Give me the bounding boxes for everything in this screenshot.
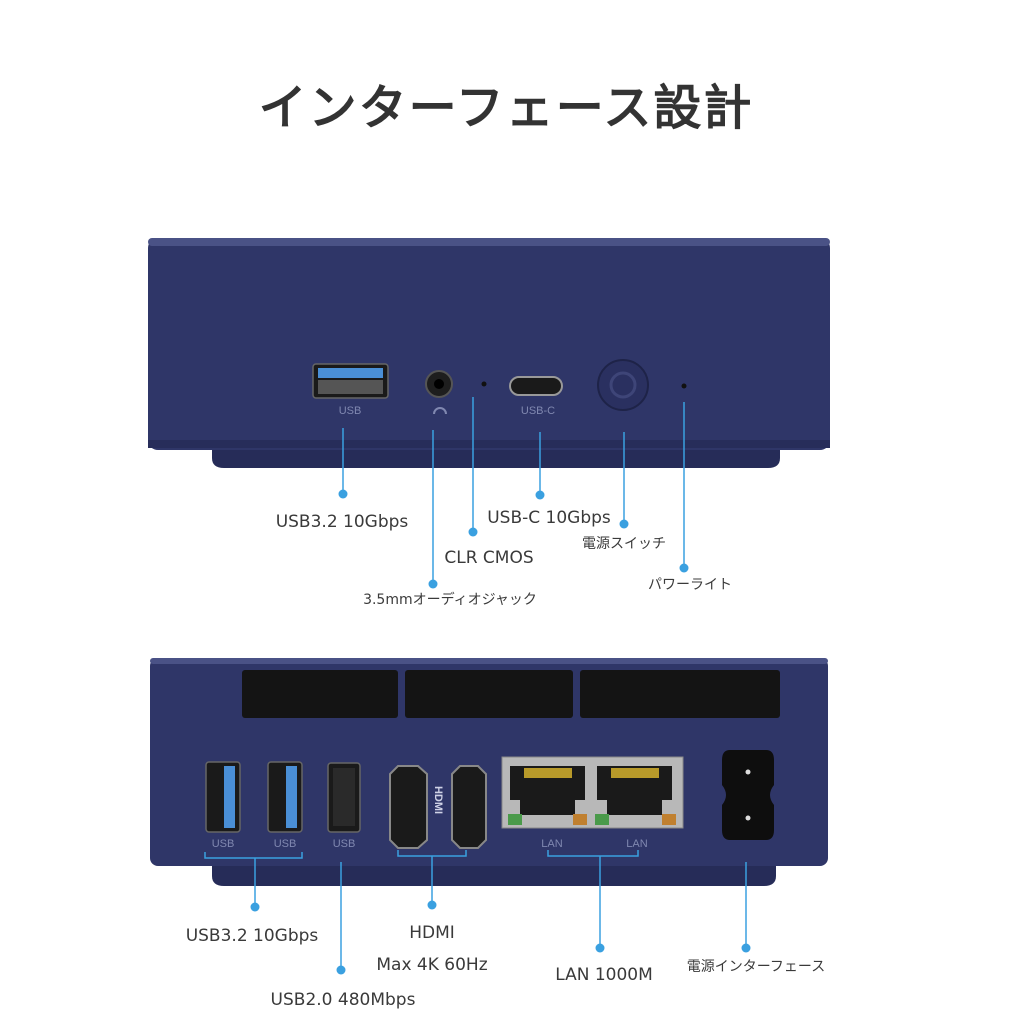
page-title: インターフェース設計 — [258, 80, 754, 136]
rear-usb-port-label: USB — [332, 838, 356, 850]
callout-audio-jack: 3.5mmオーディオジャック — [363, 592, 537, 608]
rear-lan-port-label: LAN — [541, 838, 563, 850]
front-usb-port-label: USB — [338, 405, 362, 417]
usb2-port-icon — [327, 762, 361, 833]
callout-usb-c: USB-C 10Gbps — [487, 508, 611, 528]
power-button-icon — [597, 359, 649, 411]
callout-lan: LAN 1000M — [555, 965, 653, 985]
callout-usb32-rear: USB3.2 10Gbps — [185, 926, 319, 946]
clr-cmos-hole-icon — [481, 381, 487, 387]
callout-usb20: USB2.0 480Mbps — [270, 990, 416, 1010]
rear-lan-port-label: LAN — [626, 838, 648, 850]
front-leader-lines — [338, 397, 689, 589]
rear-device — [150, 658, 828, 886]
callout-hdmi: HDMI — [409, 923, 455, 943]
lan-ports-icon — [501, 756, 684, 829]
power-light-icon — [681, 383, 687, 389]
callout-power-interface: 電源インターフェース — [686, 959, 826, 975]
rear-hdmi-port-label: HDMI — [432, 785, 444, 815]
hdmi-port-icon — [451, 765, 487, 849]
vent-grille — [242, 670, 780, 718]
usb-c-port-icon — [509, 376, 563, 396]
callout-power-light: パワーライト — [648, 577, 732, 593]
front-device — [148, 238, 830, 468]
usb-port-icon — [312, 363, 389, 399]
rear-leader-lines — [204, 850, 747, 970]
power-socket-icon — [722, 750, 774, 840]
callout-power-switch: 電源スイッチ — [582, 536, 666, 552]
front-usb-c-port-label: USB-C — [520, 405, 556, 417]
callout-usb32: USB3.2 10Gbps — [275, 512, 409, 532]
rear-usb-port-label: USB — [211, 838, 235, 850]
usb3-port-icon — [267, 761, 303, 833]
rear-usb-port-label: USB — [273, 838, 297, 850]
callout-clr-cmos: CLR CMOS — [444, 548, 534, 568]
callout-hdmi-spec: Max 4K 60Hz — [376, 955, 488, 975]
usb3-port-icon — [205, 761, 241, 833]
hdmi-port-icon — [389, 765, 428, 849]
audio-jack-icon — [425, 370, 453, 415]
